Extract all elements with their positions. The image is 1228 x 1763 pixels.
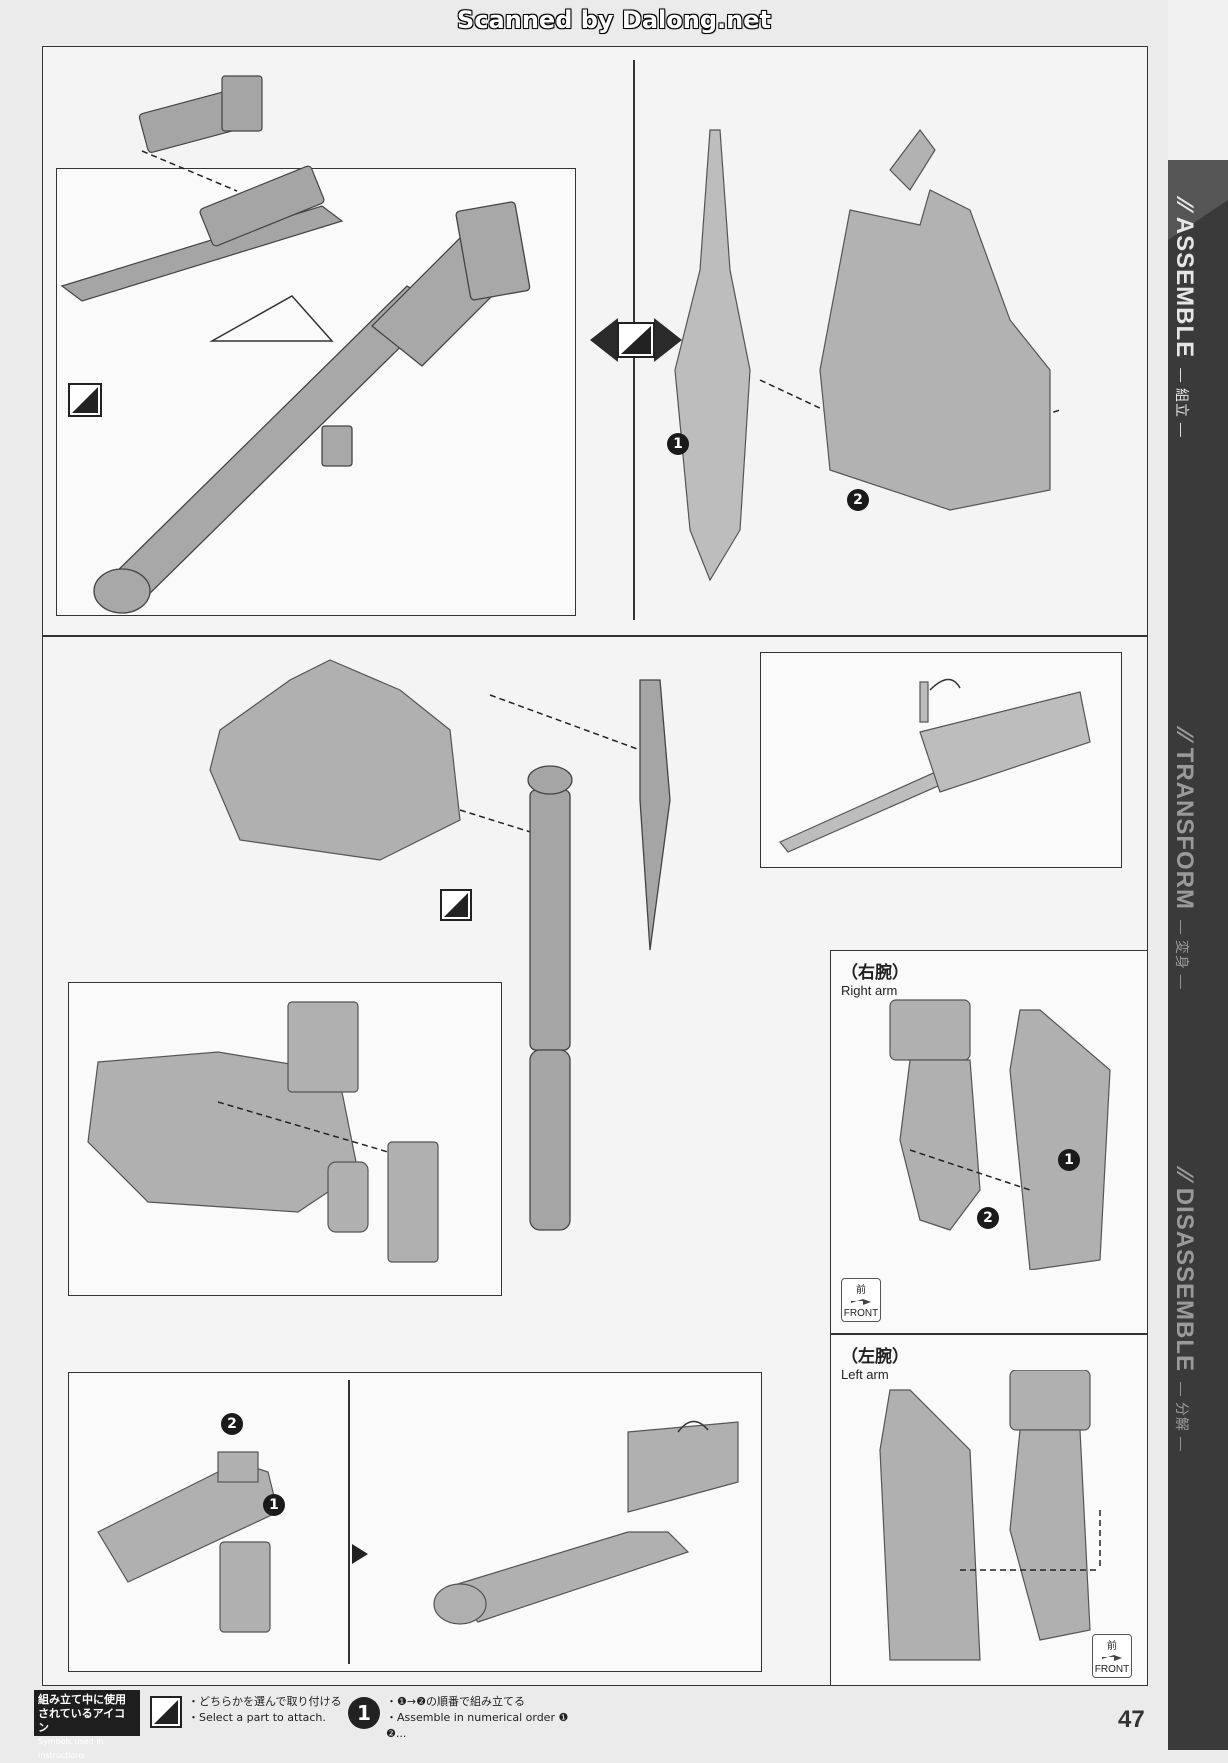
scan-credit: Scanned by Dalong.net	[457, 6, 771, 34]
arrow-right-icon	[851, 1299, 871, 1305]
arrow-right-icon	[1102, 1655, 1122, 1661]
right-arm-step-1: 1	[1058, 1149, 1080, 1171]
sidebar-item-assemble[interactable]: ⁄⁄ ASSEMBLE— 組立 —	[1171, 200, 1198, 438]
select-part-icon	[150, 1696, 182, 1728]
page-number: 47	[1118, 1706, 1145, 1733]
left-arm-illustration	[879, 1370, 1101, 1661]
right-arm-step-2: 2	[977, 1207, 999, 1229]
stripe-icon: ⁄⁄	[1171, 200, 1198, 217]
sidebar-stripe-decoration	[1168, 160, 1228, 240]
rifle-illustration	[60, 75, 531, 614]
shield-attach-illustration	[590, 129, 1061, 582]
sidebar-item-disassemble[interactable]: ⁄⁄ DISASSEMBLE— 分解 —	[1171, 1170, 1198, 1452]
bazooka-assembly-steps	[97, 1420, 739, 1633]
step-1-badge-bottom: 1	[263, 1494, 285, 1516]
hip-armor-illustration	[87, 1001, 439, 1263]
numbered-order-icon: 1	[348, 1697, 380, 1729]
inset-divider	[348, 1380, 350, 1664]
stripe-icon: ⁄⁄	[1171, 1170, 1198, 1188]
bazooka-and-torso	[209, 659, 671, 1231]
step-2-badge: 2	[847, 489, 869, 511]
rifle-side-view	[779, 678, 1091, 853]
step-1-badge: 1	[667, 433, 689, 455]
sidebar-top	[1168, 0, 1228, 160]
right-arm-illustration	[889, 999, 1111, 1270]
symbols-legend: 組み立て中に使用 されているアイコン Symbols used in instr…	[34, 1690, 574, 1760]
left-arm-caption: （左腕） Left arm	[841, 1347, 909, 1382]
step-2-badge-bottom: 2	[221, 1413, 243, 1435]
stripe-icon: ⁄⁄	[1171, 730, 1198, 748]
legend-title: 組み立て中に使用 されているアイコン Symbols used in instr…	[34, 1690, 140, 1760]
legend-order: ・❶→❷の順番で組み立てる ・Assemble in numerical ord…	[386, 1695, 569, 1740]
sidebar-item-transform[interactable]: ⁄⁄ TRANSFORM— 変身 —	[1171, 730, 1198, 990]
right-arm-caption: （右腕） Right arm	[841, 963, 909, 998]
legend-select: ・どちらかを選んで取り付ける ・Select a part to attach.	[188, 1695, 342, 1724]
front-direction-badge: 前 FRONT	[841, 1278, 881, 1322]
section-sidebar	[1168, 160, 1228, 1750]
front-direction-badge-left: 前 FRONT	[1092, 1634, 1132, 1678]
